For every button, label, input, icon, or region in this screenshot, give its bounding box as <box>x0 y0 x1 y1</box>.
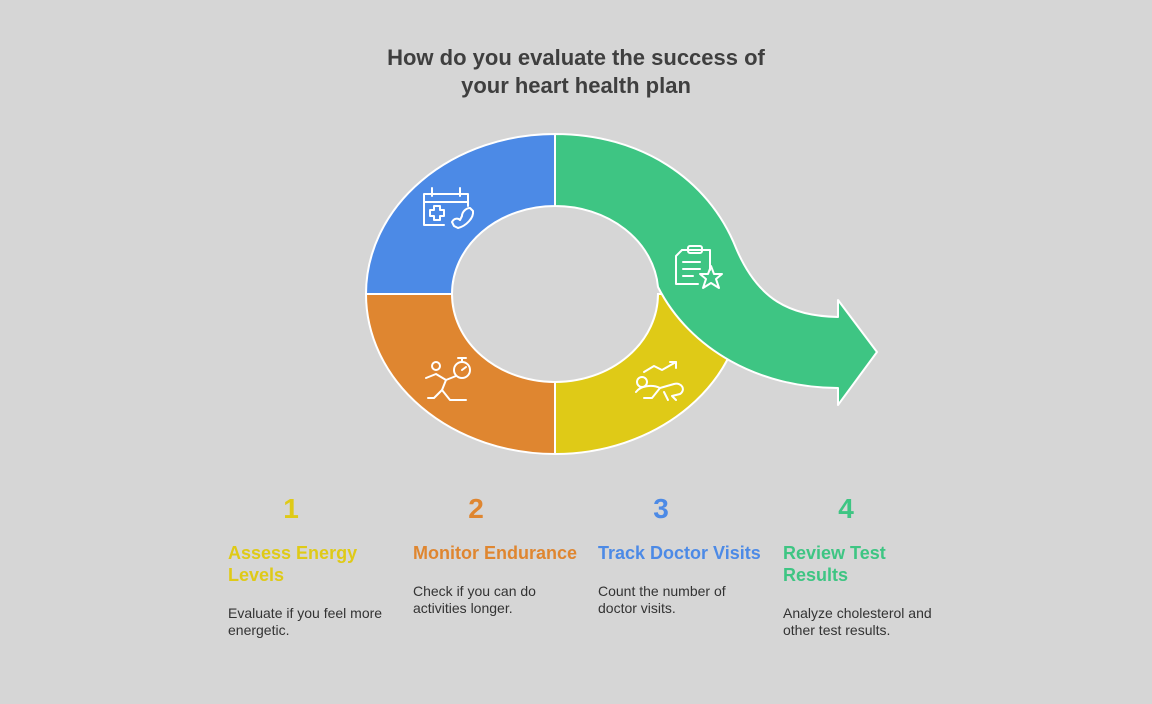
step-number: 2 <box>468 493 484 524</box>
diagram-title: How do you evaluate the success of your … <box>0 44 1152 100</box>
step-title: Review Test Results <box>783 543 886 585</box>
step-number: 1 <box>283 493 299 524</box>
step-description: Analyze cholesterol and other test resul… <box>783 605 932 638</box>
step-3: 3 Track Doctor Visits Count the number o… <box>598 492 768 617</box>
runner-stopwatch-icon <box>425 357 471 401</box>
step-title: Assess Energy Levels <box>228 543 358 585</box>
title-line-1: How do you evaluate the success of <box>387 45 765 70</box>
segment-endurance <box>364 293 556 456</box>
step-1: 1 Assess Energy Levels Evaluate if you f… <box>228 492 398 639</box>
step-title: Monitor Endurance <box>413 543 578 563</box>
step-description: Evaluate if you feel more energetic. <box>228 605 383 638</box>
step-description: Count the number of doctor visits. <box>598 583 726 616</box>
segment-review-results <box>554 133 878 406</box>
step-4: 4 Review Test Results Analyze cholestero… <box>783 492 953 639</box>
segment-doctor-visits <box>364 132 556 295</box>
runner-chart-icon <box>635 361 684 401</box>
title-line-2: your heart health plan <box>461 73 691 98</box>
step-title: Track Doctor Visits <box>598 543 761 563</box>
clipboard-star-icon <box>675 245 723 289</box>
step-number: 4 <box>838 493 854 524</box>
calendar-medical-phone-icon <box>423 187 475 229</box>
step-number: 3 <box>653 493 669 524</box>
step-2: 2 Monitor Endurance Check if you can do … <box>413 492 583 617</box>
step-description: Check if you can do activities longer. <box>413 583 536 616</box>
